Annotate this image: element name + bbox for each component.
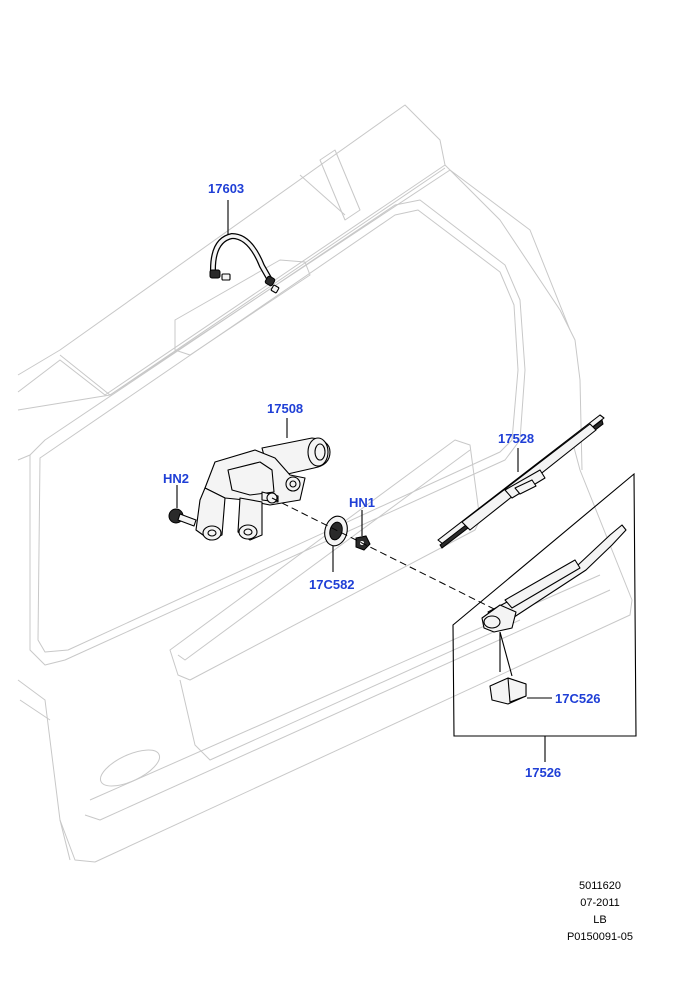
bolt-hn2-part[interactable] bbox=[168, 485, 197, 527]
tailgate-outline bbox=[17, 104, 633, 863]
label-17c582: 17C582 bbox=[309, 577, 355, 592]
wiper-arm-assembly-part[interactable] bbox=[452, 472, 637, 762]
wiper-blade-part[interactable] bbox=[437, 414, 605, 549]
alignment-line bbox=[271, 497, 501, 613]
label-17603: 17603 bbox=[208, 181, 244, 196]
reference-date: 07-2011 bbox=[580, 897, 620, 909]
label-17528: 17528 bbox=[498, 431, 534, 446]
label-hn2: HN2 bbox=[163, 471, 189, 486]
label-17c526: 17C526 bbox=[555, 691, 601, 706]
grommet-part[interactable] bbox=[321, 514, 350, 572]
reference-drawing-id: P0150091-05 bbox=[566, 931, 634, 943]
label-17526: 17526 bbox=[525, 765, 561, 780]
washer-hose-part[interactable] bbox=[209, 200, 280, 294]
label-hn1: HN1 bbox=[349, 495, 375, 510]
wiper-motor-part[interactable] bbox=[195, 418, 331, 541]
reference-code: LB bbox=[593, 914, 607, 926]
label-17508: 17508 bbox=[267, 401, 303, 416]
reference-number: 5011620 bbox=[578, 880, 621, 892]
drawing-reference-block: 5011620 07-2011 LB P0150091-05 bbox=[540, 878, 660, 946]
